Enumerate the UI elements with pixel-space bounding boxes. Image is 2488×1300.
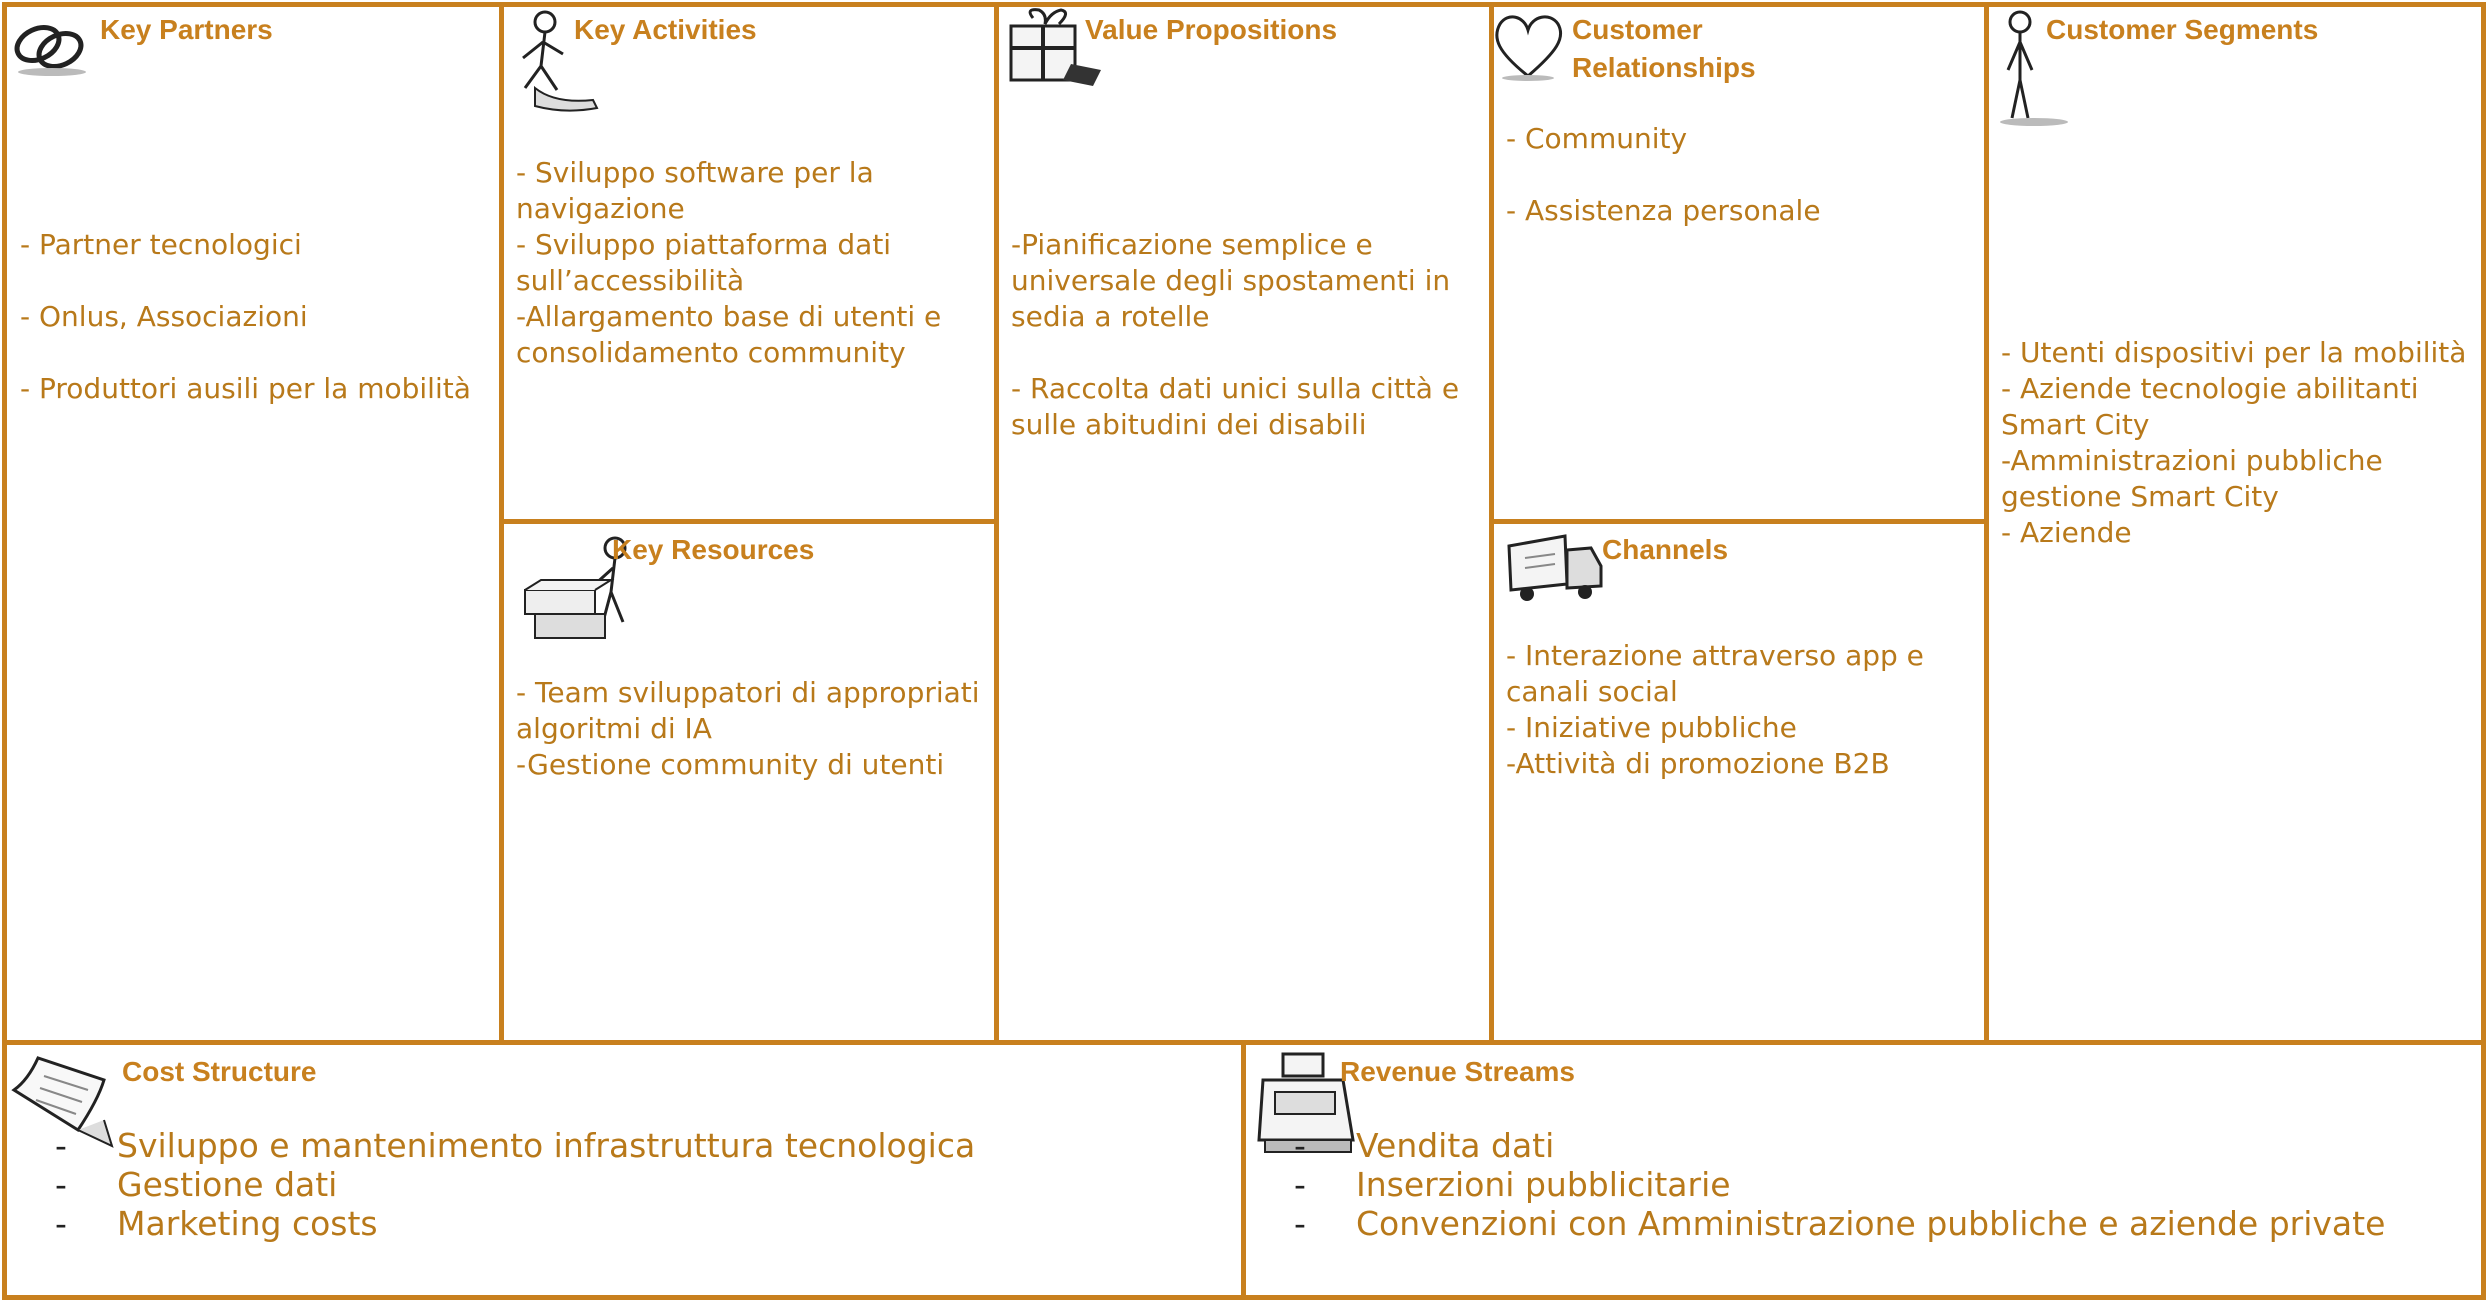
key-activities-title: Key Activities [574, 14, 757, 45]
text-line: -Amministrazioni pubbliche [2001, 444, 2383, 477]
text-line: - Raccolta dati unici sulla città e [1011, 372, 1460, 405]
revenue-streams-block [1241, 1040, 2486, 1300]
list-item-text: Inserzioni pubblicitarie [1356, 1165, 1731, 1204]
list-item: - Marketing costs [55, 1204, 1205, 1243]
revenue-streams-list: - Vendita dati - Inserzioni pubblicitari… [1294, 1126, 2444, 1243]
text-line: sedia a rotelle [1011, 300, 1210, 333]
text-line: -Allargamento base di utenti e [516, 300, 942, 333]
text-line [20, 335, 471, 371]
value-propositions-title: Value Propositions [1085, 14, 1338, 45]
text-line: gestione Smart City [2001, 480, 2279, 513]
key-partners-title: Key Partners [100, 14, 273, 45]
gift-box-icon [1005, 8, 1105, 94]
cost-structure-list: - Sviluppo e mantenimento infrastruttura… [55, 1126, 1205, 1243]
text-line: -Pianificazione semplice e [1011, 228, 1373, 261]
bullet-dash: - [55, 1165, 67, 1204]
text-line: -Gestione community di utenti [516, 748, 945, 781]
chain-links-icon [8, 14, 92, 78]
bullet-dash: - [55, 1126, 67, 1165]
text-line: - Onlus, Associazioni [20, 300, 308, 333]
list-item-text: Vendita dati [1356, 1126, 1555, 1165]
key-activities-content: - Sviluppo software per la navigazione -… [516, 155, 941, 371]
customer-relationships-content: - Community - Assistenza personale [1506, 121, 1821, 229]
truck-icon [1505, 528, 1605, 608]
revenue-streams-title: Revenue Streams [1340, 1056, 1576, 1087]
cost-structure-block [2, 1040, 1246, 1300]
text-line: algoritmi di IA [516, 712, 712, 745]
text-line: - Partner tecnologici [20, 228, 302, 261]
key-partners-content: - Partner tecnologici - Onlus, Associazi… [20, 227, 471, 407]
text-line: - Sviluppo piattaforma dati [516, 228, 892, 261]
text-line: universale degli spostamenti in [1011, 264, 1451, 297]
text-line: consolidamento community [516, 336, 906, 369]
list-item: - Vendita dati [1294, 1126, 2444, 1165]
heart-icon [1490, 10, 1566, 82]
bullet-dash: - [1294, 1204, 1306, 1243]
list-item-text: Gestione dati [117, 1165, 338, 1204]
text-line: canali social [1506, 675, 1678, 708]
key-activities-block [499, 2, 999, 524]
person-with-crates-icon [515, 530, 655, 650]
bullet-dash: - [1294, 1165, 1306, 1204]
text-line: - Sviluppo software per la [516, 156, 874, 189]
text-line [20, 263, 471, 299]
list-item: - Sviluppo e mantenimento infrastruttura… [55, 1126, 1205, 1165]
value-propositions-block [994, 2, 1494, 1045]
text-line: navigazione [516, 192, 685, 225]
customer-relationships-title: Customer Relationships [1572, 14, 1756, 83]
text-line: - Utenti dispositivi per la mobilità [2001, 336, 2467, 369]
list-item-text: Convenzioni con Amministrazione pubblich… [1356, 1204, 2386, 1243]
text-line: Smart City [2001, 408, 2150, 441]
text-line: - Aziende [2001, 516, 2132, 549]
channels-content: - Interazione attraverso app e canali so… [1506, 638, 1924, 782]
bullet-dash: - [1294, 1126, 1306, 1165]
text-line: - Aziende tecnologie abilitanti [2001, 372, 2419, 405]
list-item: - Gestione dati [55, 1165, 1205, 1204]
text-line: - Assistenza personale [1506, 194, 1821, 227]
text-line: -Attività di promozione B2B [1506, 747, 1890, 780]
receipt-icon [8, 1050, 118, 1150]
text-line: - Interazione attraverso app e [1506, 639, 1924, 672]
customer-segments-block [1984, 2, 2486, 1045]
text-line [1506, 157, 1821, 193]
customer-segments-title: Customer Segments [2046, 14, 2319, 45]
key-partners-block [2, 2, 504, 1045]
text-line: - Team sviluppatori di appropriati [516, 676, 980, 709]
list-item: - Inserzioni pubblicitarie [1294, 1165, 2444, 1204]
text-line: sulle abitudini dei disabili [1011, 408, 1367, 441]
standing-person-icon [1990, 8, 2080, 128]
bullet-dash: - [55, 1204, 67, 1243]
list-item-text: Marketing costs [117, 1204, 378, 1243]
cost-structure-title: Cost Structure [122, 1056, 317, 1087]
customer-segments-content: - Utenti dispositivi per la mobilità - A… [2001, 335, 2466, 551]
text-line: - Community [1506, 122, 1688, 155]
text-line: sull’accessibilità [516, 264, 745, 297]
text-line [1011, 335, 1459, 371]
key-resources-title: Key Resources [612, 534, 815, 565]
list-item: - Convenzioni con Amministrazione pubbli… [1294, 1204, 2444, 1243]
key-resources-content: - Team sviluppatori di appropriati algor… [516, 675, 980, 783]
list-item-text: Sviluppo e mantenimento infrastruttura t… [117, 1126, 976, 1165]
channels-title: Channels [1602, 534, 1729, 565]
worker-icon [505, 8, 605, 118]
text-line: - Produttori ausili per la mobilità [20, 372, 471, 405]
value-propositions-content: -Pianificazione semplice e universale de… [1011, 227, 1459, 443]
cash-register-icon [1255, 1050, 1365, 1160]
text-line: - Iniziative pubbliche [1506, 711, 1797, 744]
